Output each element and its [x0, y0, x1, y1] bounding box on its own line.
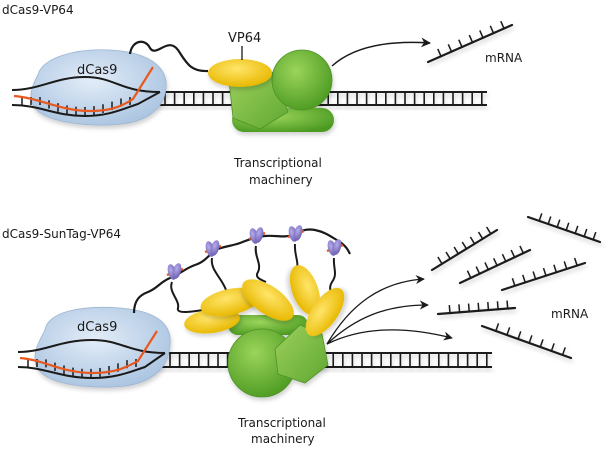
nucleotide-tick	[550, 343, 555, 352]
nucleotide-tick	[539, 339, 544, 348]
dna-bottom-strand	[17, 352, 166, 380]
nucleotide-tick	[485, 226, 492, 235]
nucleotide-tick	[461, 241, 468, 250]
transcription-arrow	[326, 275, 425, 345]
suntag-scaffold	[132, 228, 351, 314]
nucleotide-tick	[468, 34, 474, 43]
nucleotide-tick	[511, 277, 516, 287]
nucleotide-tick	[501, 253, 507, 262]
guide-rna	[13, 66, 154, 113]
dna-top-strand	[11, 75, 161, 93]
nucleotide-tick	[563, 261, 568, 270]
machinery-label-line2: machinery	[251, 432, 315, 446]
nucleotide-tick	[493, 257, 498, 266]
transcription-arrow	[331, 37, 431, 67]
nucleotide-tick	[547, 216, 552, 225]
nucleotide-tick	[517, 331, 522, 340]
nucleotide-tick	[477, 302, 480, 311]
nucleotide-tick	[477, 231, 484, 240]
dcas9-protein	[34, 307, 171, 388]
panel-dcas9-vp64: dCas9-VP64 dCas9 VP64 Transcriptional ma…	[2, 3, 523, 187]
vp64-domain	[305, 287, 345, 337]
nucleotide-tick	[487, 302, 490, 311]
transcription-arrow	[326, 300, 429, 345]
dcas9-label: dCas9	[77, 63, 117, 78]
nucleotide-tick	[489, 25, 495, 34]
transcription-arrow	[326, 329, 453, 345]
mrna-strand	[480, 323, 573, 360]
gcn4-antibody	[166, 263, 184, 280]
transcriptional-machinery	[228, 49, 334, 132]
nucleotide-tick	[506, 300, 509, 309]
linker	[128, 40, 209, 73]
vp64-domain	[208, 59, 272, 87]
nucleotide-tick	[522, 274, 526, 283]
nucleotide-tick	[458, 304, 461, 313]
nucleotide-tick	[458, 39, 463, 48]
nucleotide-tick	[592, 231, 597, 240]
mrna-strand	[526, 213, 602, 244]
mrna-label: mRNA	[485, 51, 523, 65]
mrna-label: mRNA	[551, 307, 589, 321]
nucleotide-tick	[479, 30, 484, 39]
nucleotide-tick	[542, 267, 547, 276]
nucleotide-tick	[469, 236, 476, 245]
nucleotide-tick	[538, 213, 543, 222]
guide-rna	[19, 330, 158, 375]
vp64-domain	[242, 279, 294, 321]
gcn4-antibody	[204, 240, 222, 257]
machinery-label-line1: Transcriptional	[233, 156, 322, 170]
nucleotide-tick	[453, 246, 459, 255]
nucleotide-tick	[448, 305, 451, 314]
nucleotide-tick	[500, 20, 505, 29]
nucleotide-tick	[574, 225, 579, 234]
vp64-label: VP64	[228, 31, 261, 46]
panel-title: dCas9-VP64	[2, 3, 74, 17]
gcn4-antibody	[248, 227, 266, 244]
dna-bottom-strand	[11, 91, 161, 118]
mrna-strand	[436, 300, 517, 316]
nucleotide-tick	[561, 347, 566, 356]
nucleotide-tick	[532, 271, 537, 280]
mrna-strand	[458, 245, 532, 285]
nucleotide-tick	[496, 301, 499, 310]
panel-title: dCas9-SunTag-VP64	[2, 227, 121, 241]
mrna-strand	[426, 20, 514, 64]
gcn4-antibody	[287, 225, 305, 242]
nucleotide-tick	[553, 264, 558, 273]
nucleotide-tick	[565, 222, 570, 231]
nucleotide-tick	[506, 327, 511, 336]
nucleotide-tick	[466, 270, 472, 279]
nucleotide-tick	[510, 249, 516, 258]
nucleotide-tick	[475, 266, 481, 275]
vp64-domain	[289, 265, 321, 315]
nucleotide-tick	[528, 335, 533, 344]
panel-dcas9-suntag-vp64: dCas9-SunTag-VP64 dCas9 Transcriptional …	[2, 213, 602, 446]
nucleotide-tick	[447, 44, 453, 52]
nucleotide-tick	[556, 219, 561, 228]
nucleotide-tick	[437, 48, 442, 57]
nucleotide-tick	[519, 245, 525, 254]
nucleotide-tick	[437, 256, 443, 265]
nucleotide-tick	[583, 228, 588, 237]
nucleotide-tick	[467, 303, 470, 312]
nucleotide-tick	[573, 257, 578, 266]
mrna-strand	[430, 226, 499, 272]
nucleotide-tick	[445, 251, 451, 260]
dna-top-strand	[17, 338, 166, 354]
machinery-label-line2: machinery	[249, 173, 313, 187]
dcas9-label: dCas9	[77, 320, 117, 335]
linker	[254, 245, 267, 283]
gcn4-antibody	[326, 239, 344, 256]
machinery-label-line1: Transcriptional	[237, 416, 326, 430]
mrna-strand	[500, 257, 587, 292]
dcas9-protein	[30, 49, 167, 126]
linker	[170, 281, 204, 313]
nucleotide-tick	[484, 262, 490, 270]
mrna-strand	[426, 20, 514, 64]
nucleotide-tick	[495, 323, 500, 332]
